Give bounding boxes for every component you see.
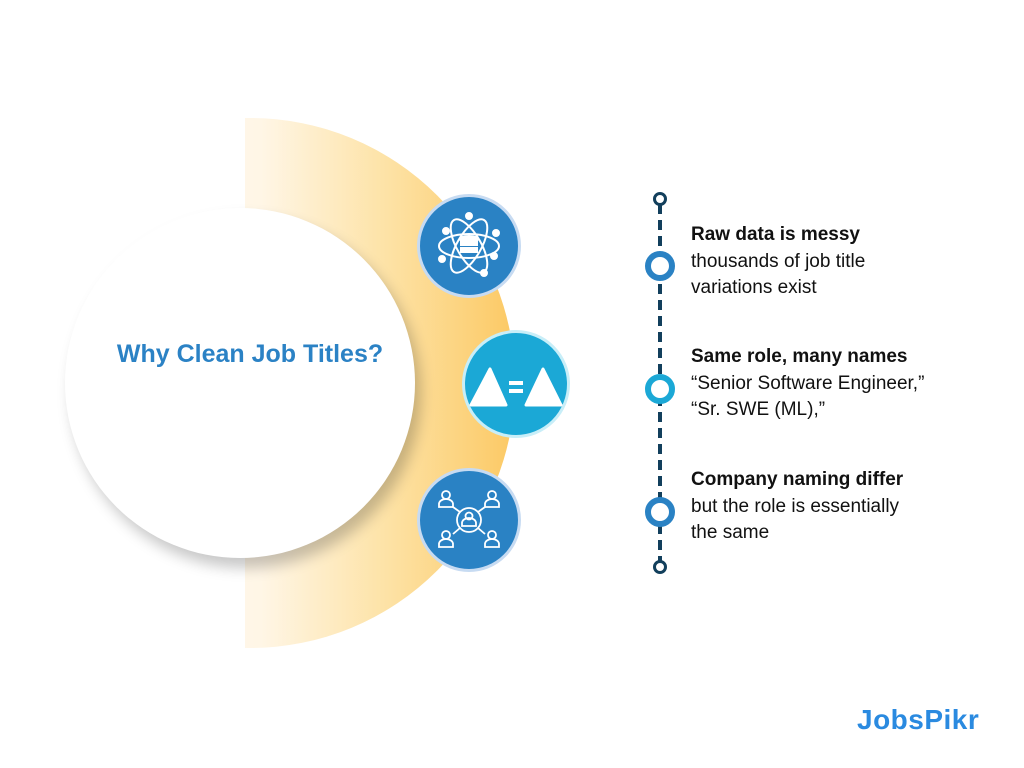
jobspikr-logo: JobsPikr bbox=[857, 704, 980, 735]
item-line: the same bbox=[691, 522, 770, 543]
item-line: “Senior Software Engineer,” bbox=[691, 372, 925, 394]
timeline-item-1: Raw data is messy thousands of job title… bbox=[691, 222, 991, 302]
timeline-start-dot bbox=[653, 192, 667, 206]
item-line: “Sr. SWE (ML),” bbox=[691, 399, 826, 420]
timeline bbox=[645, 190, 675, 580]
item-line: thousands of job title bbox=[691, 250, 866, 272]
item-line: variations exist bbox=[691, 277, 817, 298]
timeline-end-dot bbox=[653, 560, 667, 574]
item-heading: Same role, many names bbox=[691, 346, 908, 367]
diagram-title: Why Clean Job Titles? bbox=[116, 340, 384, 368]
timeline-node-1 bbox=[645, 251, 675, 281]
timeline-item-3: Company naming differ but the role is es… bbox=[691, 467, 991, 547]
timeline-node-2 bbox=[645, 374, 675, 404]
timeline-item-2: Same role, many names “Senior Software E… bbox=[691, 344, 991, 424]
title-circle bbox=[65, 208, 415, 558]
equal-triangles-icon bbox=[462, 330, 570, 438]
item-heading: Company naming differ bbox=[691, 469, 904, 490]
data-science-atom-database-icon bbox=[417, 194, 521, 298]
item-line: but the role is essentially bbox=[691, 495, 900, 517]
item-heading: Raw data is messy bbox=[691, 224, 860, 245]
network-people-icon bbox=[417, 468, 521, 572]
timeline-node-3 bbox=[645, 497, 675, 527]
